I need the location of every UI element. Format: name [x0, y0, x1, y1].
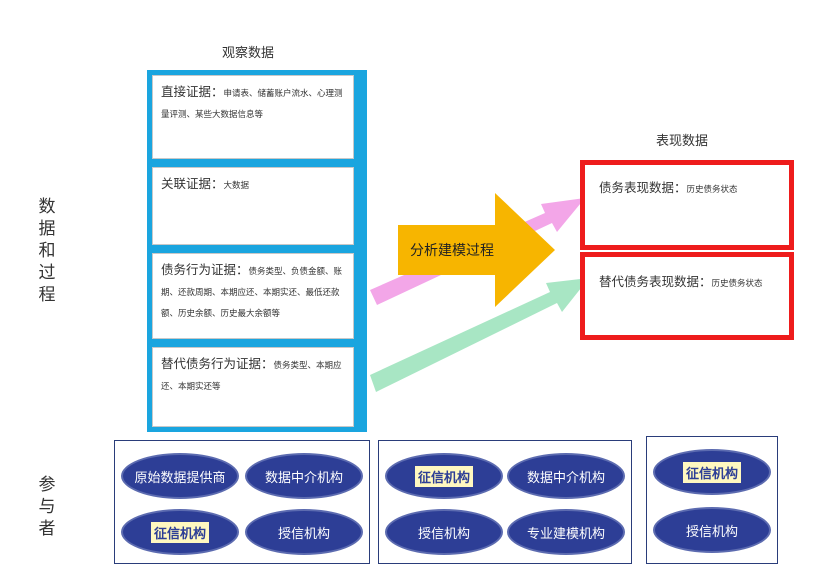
related-evidence-detail: 大数据: [223, 181, 250, 191]
participant-oval: 授信机构: [385, 509, 503, 555]
alt-debt-performance-box: 替代债务表现数据：历史债务状态: [580, 252, 794, 340]
participant-oval: 原始数据提供商: [121, 453, 239, 499]
perform-data-label: 表现数据: [656, 134, 709, 149]
process-arrow-label: 分析建模过程: [410, 243, 494, 259]
observe-data-label: 观察数据: [222, 46, 275, 61]
participant-oval: 专业建模机构: [507, 509, 625, 555]
related-evidence-title: 关联证据：: [161, 176, 224, 191]
participants-label: 参 与 者: [38, 475, 56, 539]
alt-debt-performance-detail: 历史债务状态: [711, 279, 763, 289]
participant-oval: 数据中介机构: [245, 453, 363, 499]
participant-oval: 授信机构: [245, 509, 363, 555]
process-arrow: [398, 193, 555, 307]
green-arrow: [370, 278, 589, 392]
alt-debt-behavior-title: 替代债务行为证据：: [161, 356, 274, 371]
participant-oval: 征信机构: [385, 453, 503, 499]
debt-behavior-detail: 债务类型、负债金额、账期、还款周期、本期应还、本期实还、最低还款额、历史余额、历…: [161, 267, 343, 319]
direct-evidence-detail: 申请表、储蓄账户流水、心理测量评测、某些大数据信息等: [161, 89, 343, 120]
debt-performance-title: 债务表现数据：: [599, 180, 687, 195]
debt-behavior-evidence-cell: 债务行为证据：债务类型、负债金额、账期、还款周期、本期应还、本期实还、最低还款额…: [152, 253, 354, 339]
debt-performance-detail: 历史债务状态: [686, 185, 738, 195]
observe-data-column: 直接证据：申请表、储蓄账户流水、心理测量评测、某些大数据信息等 关联证据：大数据…: [147, 70, 367, 432]
debt-performance-box: 债务表现数据：历史债务状态: [580, 160, 794, 250]
participant-group-1: 原始数据提供商 数据中介机构 征信机构 授信机构: [114, 440, 370, 564]
direct-evidence-cell: 直接证据：申请表、储蓄账户流水、心理测量评测、某些大数据信息等: [152, 75, 354, 159]
participant-oval: 征信机构: [121, 509, 239, 555]
direct-evidence-title: 直接证据：: [161, 84, 224, 99]
alt-debt-behavior-evidence-cell: 替代债务行为证据：债务类型、本期应还、本期实还等: [152, 347, 354, 427]
debt-behavior-title: 债务行为证据：: [161, 262, 249, 277]
participant-group-3: 征信机构 授信机构: [646, 436, 778, 564]
participant-oval: 数据中介机构: [507, 453, 625, 499]
participant-oval: 征信机构: [653, 449, 771, 495]
data-process-label: 数 据 和 过 程: [38, 197, 56, 305]
related-evidence-cell: 关联证据：大数据: [152, 167, 354, 245]
alt-debt-performance-title: 替代债务表现数据：: [599, 274, 712, 289]
participant-oval: 授信机构: [653, 507, 771, 553]
participant-group-2: 征信机构 数据中介机构 授信机构 专业建模机构: [378, 440, 632, 564]
alt-debt-behavior-detail: 债务类型、本期应还、本期实还等: [161, 361, 342, 392]
